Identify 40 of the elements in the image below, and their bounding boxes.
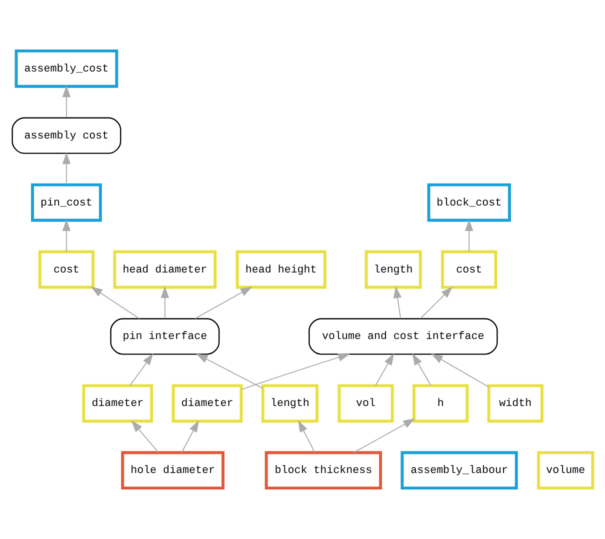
arrow [298,420,316,453]
arrow [62,85,71,118]
arrow [160,286,170,319]
node-box: cost [441,250,498,289]
arrow [194,286,252,320]
node-box: length [364,250,422,289]
node-box: hole diameter [121,451,224,490]
arrow [375,353,394,386]
node-box: head diameter [113,250,217,289]
node-box: block_cost [427,183,511,222]
node-box: assembly cost [12,117,122,154]
node-box: diameter [82,384,154,423]
node-box: pin interface [110,318,220,355]
node-box: cost [38,250,95,289]
node-box: vol [338,384,394,423]
node-box: length [261,384,318,423]
arrow [62,219,71,252]
node-box: diameter [172,384,243,423]
arrow [431,354,490,388]
arrow [240,353,350,390]
node-box: width [487,384,544,423]
arrow [465,219,474,252]
node-box: assembly_labour [400,451,518,490]
arrow [90,286,140,320]
node-box: head height [236,250,326,289]
arrow [420,286,453,319]
node-box: h [412,384,469,423]
arrow [181,420,199,453]
arrow [353,418,416,453]
arrow [130,353,154,386]
arrow [62,152,71,185]
node-box: pin_cost [31,183,102,222]
node-box: assembly_cost [14,49,118,88]
arrow [412,353,432,386]
arrow [196,354,264,389]
node-box: block thickness [264,451,382,490]
arrow [131,420,159,453]
arrow [393,286,402,319]
node-box: volume [537,451,594,490]
node-box: volume and cost interface [308,318,498,355]
